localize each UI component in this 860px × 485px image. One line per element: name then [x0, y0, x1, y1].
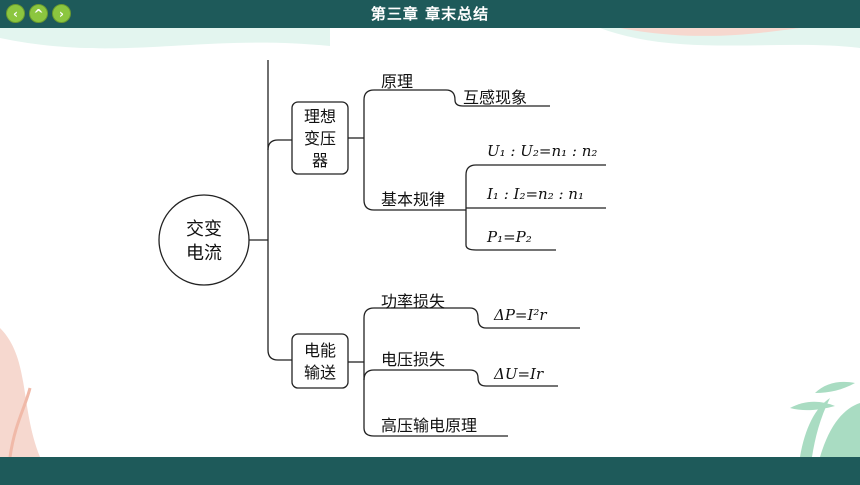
transmission-node-box [291, 333, 349, 389]
bottom-bar [0, 457, 860, 485]
current-ratio-formula: I₁ : I₂=n₂ : n₁ [487, 185, 584, 203]
basic-laws-label: 基本规律 [381, 190, 446, 209]
voltage-loss-formula: ΔU=Ir [494, 365, 544, 383]
power-equal-formula: P₁=P₂ [487, 228, 532, 246]
chevron-right-icon[interactable]: › [52, 4, 71, 23]
diagram-panel [266, 58, 628, 442]
power-loss-formula: ΔP=I²r [494, 306, 547, 324]
top-bar [0, 0, 860, 28]
principle-label: 原理 [381, 72, 414, 91]
palm-leaves-icon [790, 381, 860, 457]
voltage-loss-label: 电压损失 [381, 350, 446, 369]
voltage-ratio-formula: U₁ : U₂=n₁ : n₂ [487, 142, 598, 160]
power-loss-label: 功率损失 [381, 292, 446, 311]
mutual-induction-label: 互感现象 [463, 88, 528, 107]
transformer-node-label: 理想 变压 器 [303, 107, 336, 170]
root-node-label: 交变电流 [186, 219, 222, 264]
page-title: 第三章 章末总结 [370, 5, 490, 23]
chevron-left-icon[interactable]: ‹ [6, 4, 25, 23]
transmission-node-label: 电能 输送 [303, 341, 336, 382]
hv-principle-label: 高压输电原理 [381, 416, 478, 435]
chevron-up-icon[interactable]: ^ [29, 4, 48, 23]
